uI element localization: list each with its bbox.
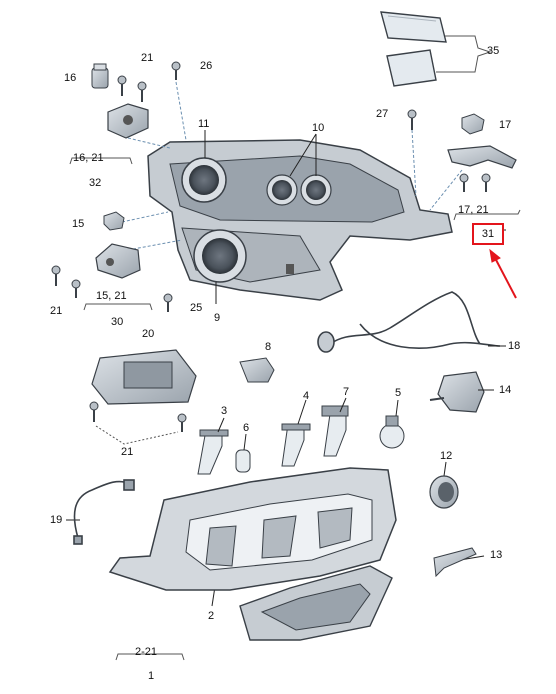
bracket-31 <box>453 209 521 221</box>
bracket-30 <box>83 303 153 311</box>
glass-cover-upper <box>380 11 447 43</box>
highlight-arrow <box>489 248 517 299</box>
part-14-motor <box>429 371 485 413</box>
part-5-bulb <box>379 415 405 449</box>
part-30-bracket <box>95 243 141 279</box>
part-20-module <box>91 349 197 405</box>
bracket-35 <box>436 35 492 73</box>
label-8: 8 <box>265 341 272 353</box>
label-21c: 21 <box>121 446 134 458</box>
part-18-wiring-harness <box>317 291 501 353</box>
label-9: 9 <box>214 312 221 324</box>
label-5: 5 <box>395 387 402 399</box>
label-2-21: 2-21 <box>135 646 158 658</box>
label-17: 17 <box>499 119 512 131</box>
label-12: 12 <box>440 450 453 462</box>
part-4-bulb <box>281 423 311 467</box>
bracket-1 <box>115 653 185 661</box>
label-17-21: 17, 21 <box>458 204 489 216</box>
leader-lines <box>121 81 463 251</box>
label-15: 15 <box>72 218 85 230</box>
label-25: 25 <box>190 302 203 314</box>
label-4: 4 <box>303 390 310 402</box>
glass-cover-lower <box>386 49 437 87</box>
part-17-nut <box>461 113 485 135</box>
label-11: 11 <box>198 118 210 130</box>
label-16-21: 16, 21 <box>73 152 104 164</box>
label-14: 14 <box>499 384 512 396</box>
part-3-bulb <box>197 429 229 475</box>
label-35: 35 <box>487 45 500 57</box>
bracket-32 <box>69 157 133 165</box>
label-21a: 21 <box>141 52 154 64</box>
label-19: 19 <box>50 514 63 526</box>
part-8-socket <box>239 357 275 383</box>
highlight-box-31: 31 <box>472 223 504 245</box>
label-13: 13 <box>490 549 503 561</box>
part-32-bracket <box>107 103 149 139</box>
part-12-seal <box>429 475 459 509</box>
label-10: 10 <box>312 122 325 134</box>
part-16-bush <box>91 63 109 89</box>
part-19-wire <box>73 479 135 545</box>
part-21-screws-c <box>89 401 187 432</box>
label-1: 1 <box>148 670 155 682</box>
label-15-21: 15, 21 <box>96 290 127 302</box>
part-7-bulb <box>321 405 349 457</box>
label-7: 7 <box>343 386 350 398</box>
label-21b: 21 <box>50 305 63 317</box>
part-13-clip <box>433 547 477 578</box>
label-27: 27 <box>376 108 389 120</box>
part-31-bracket <box>447 145 517 192</box>
label-16: 16 <box>64 72 77 84</box>
headlight-assembly <box>108 467 397 641</box>
part-15-nut <box>103 211 125 231</box>
label-31: 31 <box>481 228 495 240</box>
label-6: 6 <box>243 422 250 434</box>
label-26: 26 <box>200 60 213 72</box>
label-32: 32 <box>89 177 102 189</box>
label-20: 20 <box>142 328 155 340</box>
label-3: 3 <box>221 405 228 417</box>
label-18: 18 <box>508 340 521 352</box>
label-2: 2 <box>208 610 215 622</box>
part-26-screw <box>171 61 181 80</box>
bracket-21c <box>95 425 179 445</box>
part-25-screw <box>163 293 173 312</box>
bulb-pointers <box>66 345 506 607</box>
part-6-bulb <box>235 449 251 473</box>
part-21-screws-b <box>51 265 81 298</box>
headlight-housing <box>147 139 453 301</box>
label-30: 30 <box>111 316 124 328</box>
part-21-screw-a <box>117 75 147 102</box>
part-27-screw <box>407 109 417 130</box>
